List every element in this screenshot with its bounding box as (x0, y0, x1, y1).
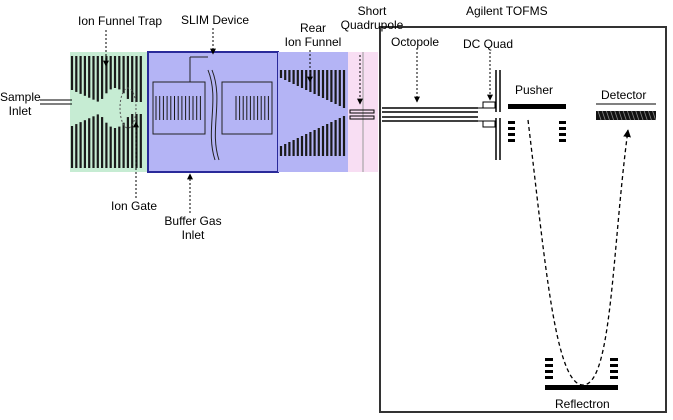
label-short-quadrupole: Short Quadrupole (340, 4, 404, 32)
sample-inlet-capillary (40, 99, 72, 105)
label-ion-gate: Ion Gate (111, 199, 158, 213)
ion-flight-path (527, 119, 631, 386)
pusher-grid-right (559, 121, 566, 142)
reflectron-left-grid (545, 358, 553, 379)
label-octopole: Octopole (391, 35, 440, 49)
label-pusher: Pusher (515, 83, 554, 97)
rear-ion-funnel-electrodes (279, 70, 346, 156)
detector-element (596, 111, 656, 120)
dc-quad-element (478, 70, 501, 160)
buffer-gas-tube (189, 56, 208, 82)
slim-separation-curves (207, 69, 220, 161)
slim-modules (152, 81, 273, 135)
label-slim-device: SLIM Device (181, 13, 250, 27)
pusher-plate (508, 104, 566, 109)
ion-gate-element (119, 87, 137, 129)
reflectron-plate (545, 385, 618, 390)
label-pointers (103, 28, 493, 213)
label-rear-ion-funnel: Rear Ion Funnel (284, 21, 342, 49)
short-quadrupole-rods (349, 109, 375, 120)
label-detector: Detector (601, 88, 647, 102)
reflectron-right-grid (610, 358, 618, 379)
ion-funnel-trap-region (70, 52, 148, 172)
label-sample-inlet: Sample Inlet (0, 90, 41, 118)
ion-funnel-trap-electrodes (70, 56, 142, 168)
label-agilent-tofms: Agilent TOFMS (466, 4, 548, 18)
octopole-rods (382, 107, 478, 122)
label-dc-quad: DC Quad (463, 37, 514, 51)
label-buffer-gas-inlet: Buffer Gas Inlet (164, 214, 222, 242)
pusher-grid-left (508, 121, 515, 142)
label-ion-funnel-trap: Ion Funnel Trap (78, 14, 163, 28)
label-reflectron: Reflectron (555, 397, 610, 411)
tofms-enclosure (379, 26, 667, 413)
